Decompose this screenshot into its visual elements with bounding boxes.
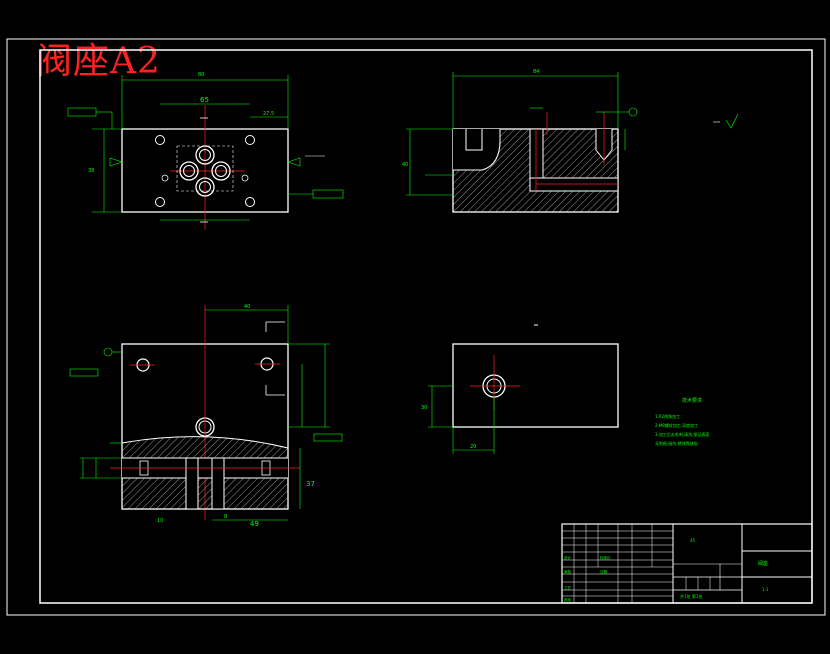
dim-bottom-49: 49: [250, 520, 259, 528]
dim-left-40: 40: [402, 162, 408, 168]
tb-label-5: 日期: [600, 569, 608, 574]
dim-bottom-37: 37: [306, 480, 315, 488]
side-view: 20 30: [421, 324, 619, 454]
tech-line-1: 1.R2倒角加工: [655, 413, 680, 419]
tb-sheet: 共1张 第1张: [680, 593, 702, 599]
drawing-title: 阀座A2: [36, 41, 161, 82]
tb-label-0: 设计: [564, 555, 572, 560]
section-view: 84 40: [402, 69, 739, 213]
tb-label-4: 标准化: [600, 555, 611, 560]
tb-label-3: 批准: [564, 597, 572, 602]
dim-right-width: 84: [533, 69, 539, 75]
dim-inner-65: 65: [200, 96, 209, 104]
top-view: 80 65 27.5 38: [67, 72, 344, 230]
tb-scale: 1:1: [762, 587, 769, 592]
tb-label-1: 审核: [564, 569, 572, 574]
tech-line-2: 2.M8螺纹加工,深度加工: [655, 422, 698, 428]
dim-small-20: 20: [470, 444, 476, 450]
dim-height-38: 38: [88, 168, 94, 174]
tech-line-4: 无划痕,碰伤,锈蚀等缺陷.: [655, 440, 699, 446]
dim-bottom-10: 10: [157, 518, 163, 524]
tech-heading: 技术要求: [682, 397, 702, 404]
dim-bottom-40: 40: [244, 304, 250, 310]
tb-material: 45: [690, 538, 696, 543]
title-block: 设计 审核 工艺 批准 标准化 日期 45 阀座 1:1 共1张 第1张: [561, 523, 813, 604]
tb-drawing-name: 阀座: [758, 560, 768, 567]
dim-small-27: 27.5: [263, 111, 274, 117]
dim-small-30: 30: [421, 405, 427, 411]
dim-top-width: 80: [198, 72, 204, 78]
tech-line-3: 3.加工后去毛刺,清洗,保证表面: [655, 431, 709, 437]
tb-label-2: 工艺: [564, 585, 572, 590]
inner-border: [39, 49, 813, 604]
dim-bottom-8: 8: [224, 514, 227, 520]
outer-border: [6, 38, 826, 616]
tech-requirements: 技术要求 1.R2倒角加工 2.M8螺纹加工,深度加工 3.加工后去毛刺,清洗,…: [655, 397, 709, 446]
front-view: 40 49 37 8 10: [69, 304, 343, 528]
